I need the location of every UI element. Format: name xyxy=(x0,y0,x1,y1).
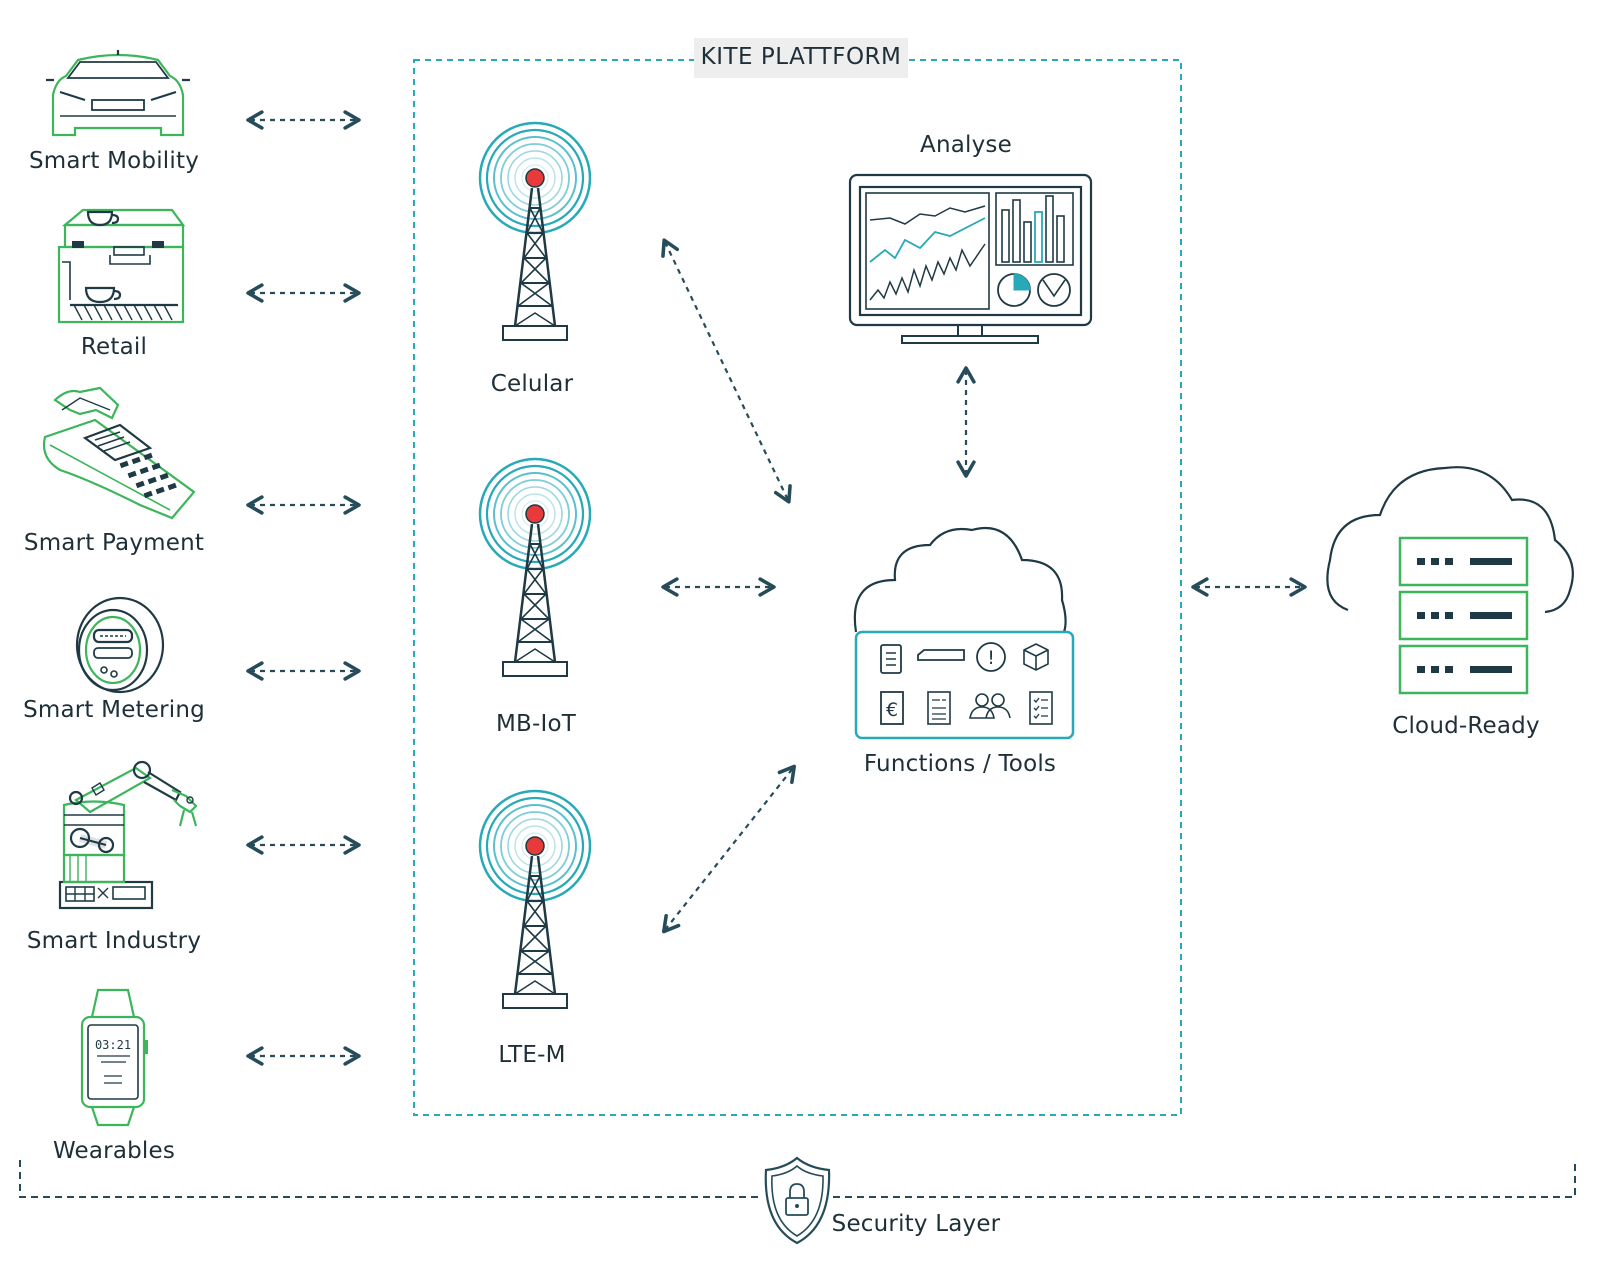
device-label-wearables: Wearables xyxy=(52,1138,176,1164)
network-label-lte-m: LTE-M xyxy=(498,1042,566,1068)
network-arrows xyxy=(661,238,1307,934)
shield-lock-icon xyxy=(764,1156,831,1245)
device-label-smart-payment: Smart Payment xyxy=(23,530,205,556)
euro-symbol: € xyxy=(886,699,898,721)
functions-tools-label: Functions / Tools xyxy=(863,751,1057,777)
cloud-ready-label: Cloud-Ready xyxy=(1392,713,1540,739)
analyse-label: Analyse xyxy=(920,132,1012,158)
device-arrows xyxy=(246,110,361,1066)
payment-terminal-icon xyxy=(42,386,196,520)
kite-platform-frame xyxy=(413,59,1182,1116)
antenna-tower-celular xyxy=(478,121,592,342)
antenna-tower-lte-m xyxy=(478,789,592,1010)
monitor-dashboard-icon xyxy=(848,173,1093,344)
watch-time: 03:21 xyxy=(95,1038,131,1052)
network-label-celular: Celular xyxy=(490,371,574,397)
network-label-mb-iot: MB-IoT xyxy=(495,711,577,737)
smartwatch-icon xyxy=(80,988,148,1127)
meter-icon xyxy=(75,596,165,694)
cloud-server-icon xyxy=(1326,466,1574,695)
device-label-smart-metering: Smart Metering xyxy=(23,697,205,723)
robot-arm-icon xyxy=(58,760,198,910)
platform-title-box xyxy=(694,38,908,78)
alert-symbol: ! xyxy=(987,647,995,669)
device-label-retail: Retail xyxy=(80,334,148,360)
car-icon xyxy=(46,50,190,137)
cloud-tools-icon xyxy=(853,526,1075,740)
coffee-machine-icon xyxy=(57,208,186,324)
device-label-smart-mobility: Smart Mobility xyxy=(29,148,199,174)
platform-title: KITE PLATTFORM xyxy=(700,44,902,70)
security-layer-bracket xyxy=(19,1160,1576,1198)
antenna-tower-mb-iot xyxy=(478,457,592,678)
security-layer-label: Security Layer xyxy=(831,1211,1001,1237)
device-label-smart-industry: Smart Industry xyxy=(26,928,202,954)
